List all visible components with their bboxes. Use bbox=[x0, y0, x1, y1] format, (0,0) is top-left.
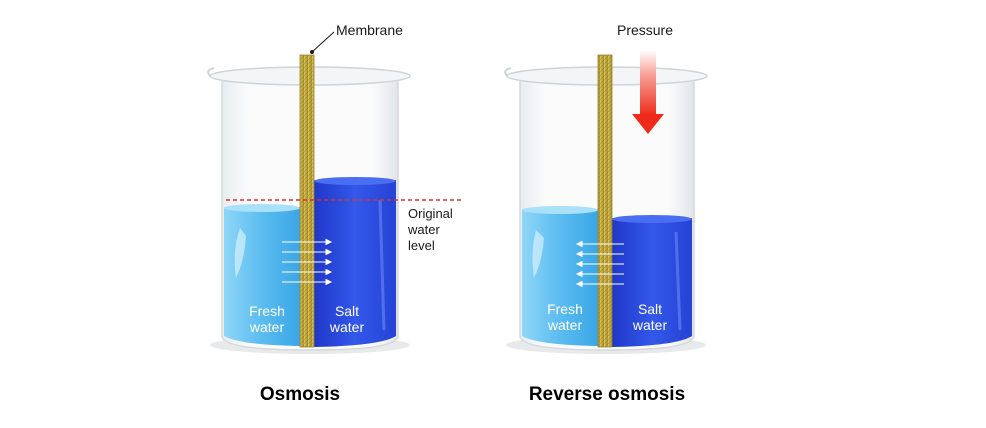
beaker-spout bbox=[207, 67, 215, 77]
glass-highlight bbox=[532, 230, 544, 278]
salt-water-surface bbox=[612, 215, 692, 223]
salt-water-region bbox=[314, 180, 396, 347]
osmosis-title: Osmosis bbox=[260, 384, 340, 405]
original-level-label-line3: level bbox=[408, 238, 435, 253]
salt-water-label-line1: Salt bbox=[335, 303, 359, 319]
reverse-osmosis-title: Reverse osmosis bbox=[529, 384, 685, 405]
salt-water-label-line2: water bbox=[329, 319, 365, 335]
membrane bbox=[299, 54, 315, 348]
membrane bbox=[597, 54, 613, 348]
membrane-label: Membrane bbox=[336, 22, 403, 38]
osmosis-beaker: Membrane Original water level Fresh wate… bbox=[207, 22, 464, 405]
fresh-water-surface bbox=[522, 206, 598, 214]
original-level-label-line2: water bbox=[407, 222, 440, 237]
pressure-arrow bbox=[632, 50, 664, 134]
pressure-label: Pressure bbox=[617, 22, 673, 38]
glass-highlight bbox=[378, 199, 386, 331]
glass-highlight bbox=[674, 231, 682, 331]
salt-water-region bbox=[612, 218, 692, 347]
original-level-label-line1: Original bbox=[408, 206, 453, 221]
salt-water-label-line2: water bbox=[632, 317, 668, 333]
reverse-osmosis-beaker: Pressure Fresh water Salt water Reverse … bbox=[504, 22, 708, 405]
fresh-water-label-line2: water bbox=[547, 317, 583, 333]
membrane-leader-line bbox=[311, 31, 335, 53]
beaker-spout bbox=[504, 67, 512, 77]
fresh-water-label-line1: Fresh bbox=[547, 301, 583, 317]
glass-highlight bbox=[234, 228, 246, 278]
membrane-leader-dot bbox=[310, 50, 314, 54]
fresh-water-label-line2: water bbox=[249, 319, 285, 335]
salt-water-label-line1: Salt bbox=[638, 301, 662, 317]
flow-arrows bbox=[575, 240, 624, 288]
fresh-water-label-line1: Fresh bbox=[249, 303, 285, 319]
flow-arrows bbox=[282, 238, 333, 286]
fresh-water-surface bbox=[224, 204, 300, 212]
salt-water-surface bbox=[314, 177, 396, 185]
